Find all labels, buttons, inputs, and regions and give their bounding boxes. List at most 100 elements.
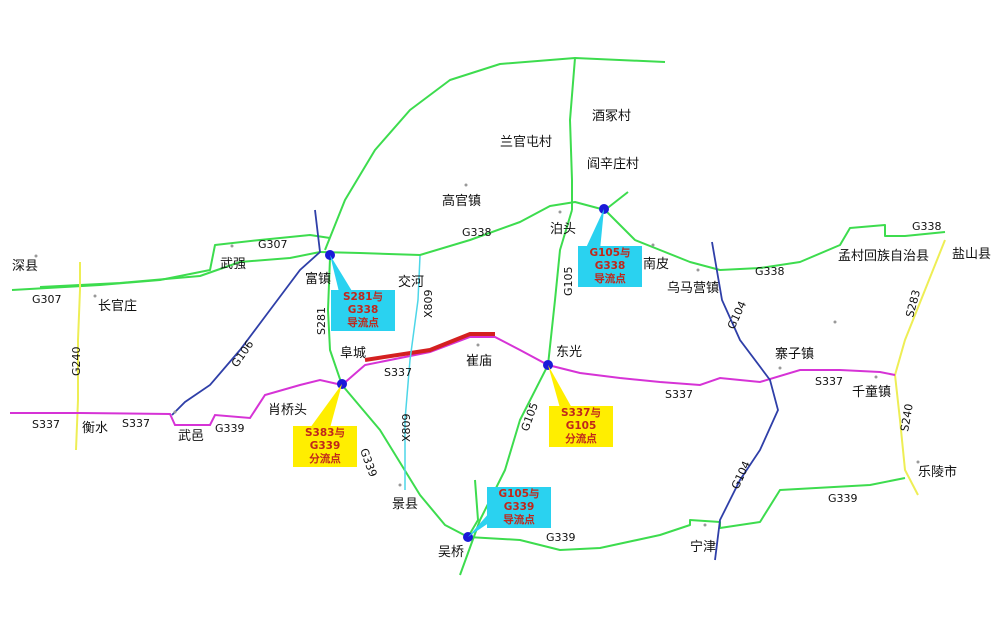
town-dot — [173, 410, 177, 414]
label-nanpi: 南皮 — [643, 256, 669, 272]
label-road-g338-mid: G338 — [462, 226, 492, 239]
label-road-s337-west: S337 — [32, 418, 60, 431]
town-dot — [696, 268, 700, 272]
label-gaoguanzhen: 高官镇 — [442, 193, 481, 209]
label-languantuncun: 兰官屯村 — [500, 134, 552, 150]
callout-line: S281与G338 — [343, 291, 383, 316]
pointer-s337-g105 — [548, 365, 572, 408]
callout-line: 导流点 — [347, 317, 379, 329]
label-road-g106: G106 — [229, 338, 257, 370]
label-road-s337-east: S337 — [665, 388, 693, 401]
town-dot — [464, 183, 468, 187]
road-g105-north — [569, 57, 576, 210]
town-dots — [34, 183, 920, 527]
road-s281 — [327, 257, 343, 386]
label-road-x809-south: X809 — [400, 413, 413, 442]
pointer-s281-g338 — [330, 255, 355, 296]
label-wuyi: 武邑 — [178, 429, 204, 444]
label-fuzhen: 富镇 — [305, 271, 331, 287]
road-s337 — [10, 336, 896, 426]
label-road-x809-north: X809 — [422, 289, 435, 318]
label-road-g105-north: G105 — [562, 266, 575, 296]
town-dot — [916, 460, 920, 464]
label-yanshan: 盐山县 — [952, 247, 991, 262]
road-x809 — [404, 255, 421, 490]
pointer-s383-g339 — [310, 384, 342, 428]
label-jingxian: 景县 — [392, 497, 418, 512]
town-dot — [558, 210, 562, 214]
label-yanxinzhuangcun: 阎辛庄村 — [587, 156, 639, 172]
label-road-g240: G240 — [70, 346, 83, 376]
place-labels: 深县 武强 长官庄 富镇 交河 高官镇 兰官屯村 酒冢村 阎辛庄村 泊头 南皮 … — [12, 109, 991, 560]
label-ningjin: 宁津 — [690, 539, 716, 555]
label-shenxian: 深县 — [12, 259, 38, 274]
callout-s383-g339: S383与G339 分流点 — [293, 426, 357, 467]
label-road-g339-west: G339 — [215, 422, 245, 435]
label-road-g338-far: G338 — [912, 220, 942, 233]
label-wumayingzhen: 乌马营镇 — [667, 280, 719, 296]
callout-s337-g105: S337与G105 分流点 — [549, 406, 613, 447]
label-road-g307-east: G307 — [258, 238, 288, 251]
label-road-s240: S240 — [898, 403, 916, 433]
road-g105-south — [459, 209, 573, 576]
label-road-s337-mid: S337 — [384, 366, 412, 379]
road-north-arc — [324, 57, 666, 251]
callout-line: S337与G105 — [561, 407, 601, 432]
pointer-g105-g338 — [585, 209, 604, 250]
label-road-s337-far: S337 — [815, 375, 843, 388]
road-g339-south — [467, 477, 906, 551]
callout-g105-g339: G105与G339 导流点 — [487, 487, 551, 528]
label-jiuzhongcun: 酒冢村 — [592, 109, 631, 124]
label-road-g338-east: G338 — [755, 265, 785, 278]
town-dot — [398, 483, 402, 487]
callout-line: 分流点 — [309, 453, 341, 465]
label-botou: 泊头 — [550, 222, 576, 237]
callout-s281-g338: S281与G338 导流点 — [331, 290, 395, 331]
town-dot — [476, 343, 480, 347]
road-s283-s240 — [893, 239, 946, 496]
label-road-g104-south: G104 — [729, 459, 753, 491]
label-cuimiao: 崔庙 — [466, 353, 492, 369]
callout-g105-g338: G105与G338 导流点 — [578, 246, 642, 287]
label-mengcun: 孟村回族自治县 — [838, 248, 929, 264]
label-zhaizizhen: 寨子镇 — [775, 346, 814, 362]
label-changguanzhuang: 长官庄 — [98, 298, 137, 314]
road-g104 — [711, 241, 779, 561]
callout-line: S383与G339 — [305, 427, 345, 452]
town-dot — [874, 375, 878, 379]
town-dot — [833, 320, 837, 324]
callout-line: 分流点 — [565, 433, 597, 445]
label-qiantongzhen: 千童镇 — [852, 384, 891, 400]
road-wuqiao-link — [467, 479, 479, 538]
town-dot — [778, 366, 782, 370]
label-hengshui: 衡水 — [82, 421, 108, 436]
callout-line: G105与G338 — [589, 247, 631, 272]
callout-line: 导流点 — [503, 514, 535, 526]
town-dot — [230, 244, 234, 248]
label-road-g339-south: G339 — [546, 531, 576, 544]
label-wuqiao: 吴桥 — [438, 545, 464, 560]
label-road-g307-west: G307 — [32, 293, 62, 306]
label-jiaohe: 交河 — [398, 274, 424, 290]
label-wuqiang: 武强 — [220, 257, 246, 272]
callout-line: G105与G339 — [498, 488, 540, 513]
label-xiaoqiaotou: 肖桥头 — [268, 403, 307, 418]
label-fucheng: 阜城 — [340, 345, 366, 361]
label-road-s337-west2: S337 — [122, 417, 150, 430]
road-g307-south — [39, 251, 321, 288]
diversion-points — [325, 204, 609, 542]
town-dot — [703, 523, 707, 527]
callout-line: 导流点 — [594, 273, 626, 285]
label-dongguang: 东光 — [556, 345, 582, 360]
town-dot — [93, 294, 97, 298]
road-botou-link — [604, 191, 629, 211]
label-leling: 乐陵市 — [918, 464, 957, 480]
town-dot — [651, 243, 655, 247]
road-g338 — [319, 201, 946, 271]
label-road-g339-east: G339 — [828, 492, 858, 505]
callout-pointers — [310, 209, 604, 537]
road-g240 — [75, 262, 81, 451]
label-road-g105-south: G105 — [519, 401, 541, 433]
road-g106 — [171, 209, 321, 416]
